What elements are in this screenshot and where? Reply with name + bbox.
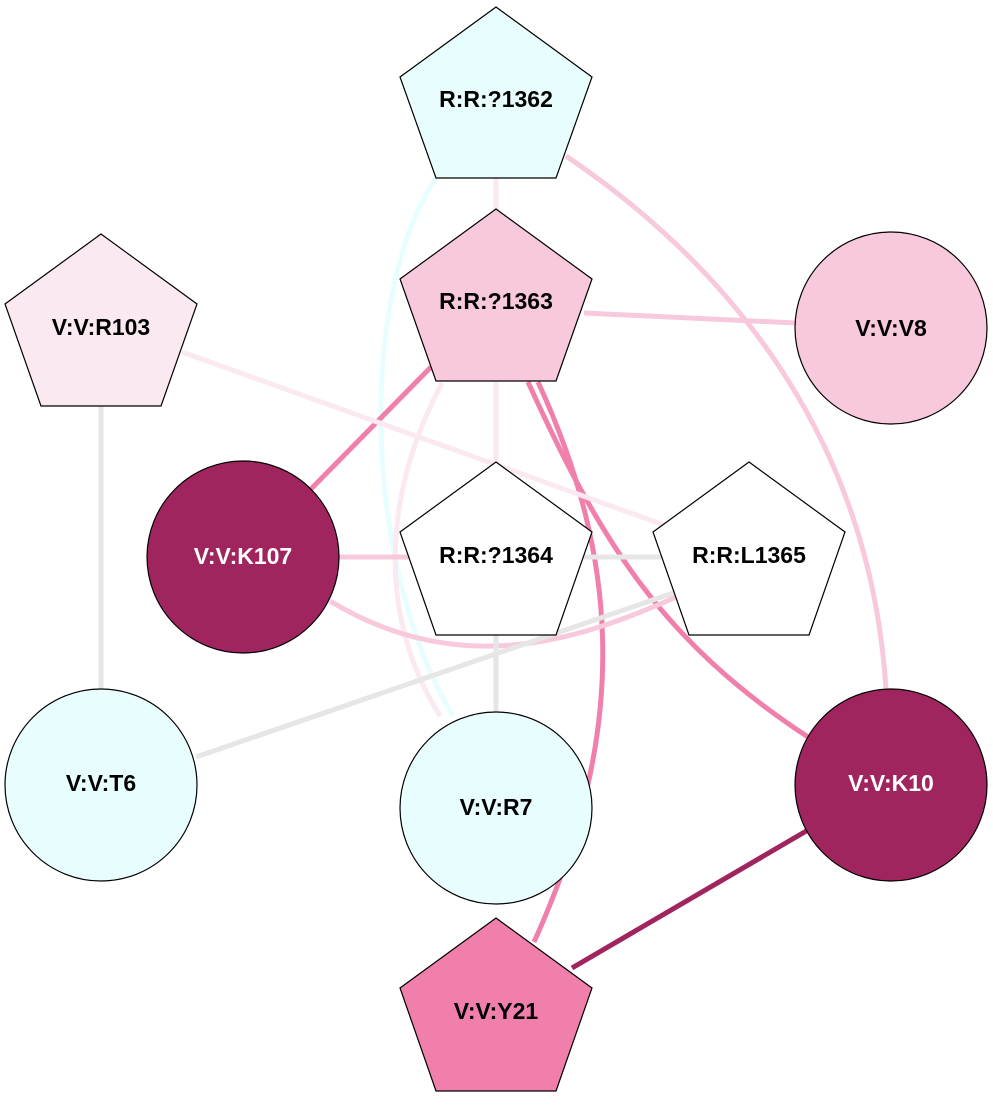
nodes-layer: R:R:?1362 R:R:?1363 V:V:R103 V:V:V8 V:V:… [4,6,988,1092]
edge-r1363-vk10 [525,380,810,740]
node-r-1362[interactable]: R:R:?1362 [399,6,593,179]
edge-vk10-vy21 [570,827,810,971]
node-v-v8-shape [794,231,988,425]
node-v-r7-label: V:V:R7 [460,794,533,820]
node-r-1364[interactable]: R:R:?1364 [399,461,593,636]
node-v-r103-shape [4,233,198,407]
node-r-1363-label: R:R:?1363 [439,288,553,314]
node-v-y21-shape [399,917,593,1092]
node-v-r103[interactable]: V:V:R103 [4,233,198,407]
node-r-l1365-label: R:R:L1365 [692,542,806,568]
node-v-r7[interactable]: V:V:R7 [399,711,593,905]
node-r-1363[interactable]: R:R:?1363 [399,208,593,382]
node-v-v8-label: V:V:V8 [855,315,927,341]
edge-rl1365-vt6 [195,589,677,760]
node-v-t6[interactable]: V:V:T6 [4,688,198,882]
node-v-k10-label: V:V:K10 [848,770,934,796]
edge-r1362-vk10 [564,153,889,691]
node-r-l1365-shape [652,461,846,636]
node-r-l1365[interactable]: R:R:L1365 [652,461,846,636]
node-r-1362-label: R:R:?1362 [439,86,553,112]
node-r-1363-shape [399,208,593,382]
node-v-k107[interactable]: V:V:K107 [146,460,340,654]
node-r-1364-shape [399,461,593,636]
node-v-t6-label: V:V:T6 [66,770,136,796]
node-v-t6-shape [4,688,198,882]
node-v-k10-shape [794,688,988,882]
edge-r1363-vk107 [308,365,433,492]
node-v-k10[interactable]: V:V:K10 [794,688,988,882]
edge-r1362-vr7 [378,176,456,718]
edge-r1363-vv8 [583,310,797,326]
node-v-y21[interactable]: V:V:Y21 [399,917,593,1092]
node-v-r103-label: V:V:R103 [52,314,150,340]
node-v-k107-shape [146,460,340,654]
node-v-y21-label: V:V:Y21 [454,998,539,1024]
node-v-v8[interactable]: V:V:V8 [794,231,988,425]
node-r-1364-label: R:R:?1364 [439,542,553,568]
edges-layer [98,153,889,971]
node-v-k107-label: V:V:K107 [194,543,292,569]
node-r-1362-shape [399,6,593,179]
edge-vr103-rl1365 [181,349,665,528]
node-v-r7-shape [399,711,593,905]
